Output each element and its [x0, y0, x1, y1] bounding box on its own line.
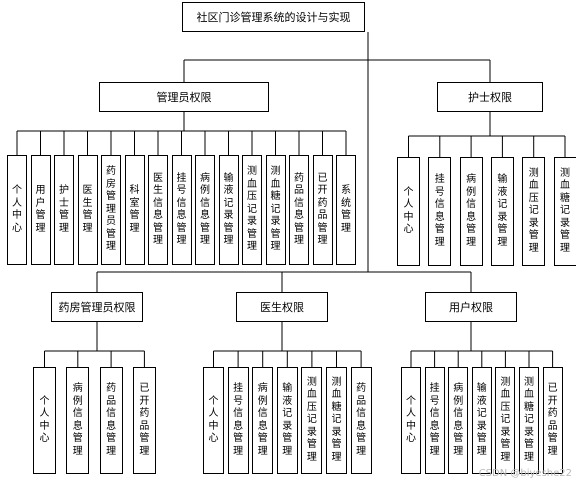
leaf-node-1-2: 病例信息管理: [459, 157, 483, 266]
leaf-label: 药品信息管理: [356, 383, 367, 457]
leaf-node-0-1: 用户管理: [30, 155, 51, 265]
leaf-node-1-4: 测血压记录管理: [522, 157, 546, 266]
leaf-label: 挂号信息管理: [434, 174, 445, 248]
leaf-label: 个人中心: [12, 185, 22, 234]
leaf-label: 科室管理: [129, 185, 140, 234]
leaf-label: 医生信息管理: [153, 172, 163, 247]
leaf-node-0-6: 医生信息管理: [148, 155, 168, 265]
leaf-label: 测血压记录管理: [528, 167, 539, 254]
leaf-label: 挂号信息管理: [176, 172, 187, 247]
leaf-node-0-0: 个人中心: [7, 155, 27, 265]
leaf-label: 个人中心: [39, 395, 50, 445]
leaf-label: 护士管理: [59, 185, 69, 234]
leaf-node-2-2: 药品信息管理: [99, 367, 123, 474]
leaf-label: 个人中心: [406, 395, 416, 445]
leaf-label: 测血糖记录管理: [270, 166, 281, 253]
leaf-label: 病例信息管理: [257, 383, 268, 457]
group-node-0: 管理员权限: [99, 82, 269, 112]
group-node-1: 护士权限: [437, 82, 543, 112]
leaf-node-0-2: 护士管理: [54, 155, 74, 265]
leaf-node-4-2: 病例信息管理: [448, 367, 469, 474]
leaf-label: 测血糖记录管理: [331, 376, 342, 463]
leaf-node-0-5: 科室管理: [124, 155, 145, 265]
leaf-label: 输液记录管理: [497, 174, 508, 248]
leaf-node-0-11: 测血糖记录管理: [265, 155, 286, 265]
leaf-node-3-6: 药品信息管理: [350, 367, 372, 474]
leaf-label: 测血糖记录管理: [524, 376, 534, 463]
leaf-node-3-0: 个人中心: [203, 367, 224, 474]
leaf-node-0-9: 输液记录管理: [218, 155, 239, 265]
leaf-label: 已开药品管理: [317, 172, 328, 247]
leaf-label: 药房管理员管理: [106, 166, 116, 253]
root-node: 社区门诊管理系统的设计与实现: [182, 2, 365, 32]
leaf-node-4-6: 已开药品管理: [542, 367, 563, 474]
leaf-node-0-7: 挂号信息管理: [171, 155, 192, 265]
leaf-node-2-3: 已开药品管理: [132, 367, 156, 474]
leaf-node-0-3: 医生管理: [77, 155, 98, 265]
leaf-label: 用户管理: [35, 185, 46, 234]
leaf-node-2-0: 个人中心: [33, 367, 56, 474]
leaf-label: 个人中心: [208, 395, 219, 445]
group-node-4: 用户权限: [425, 292, 517, 322]
leaf-node-1-5: 测血糖记录管理: [553, 157, 576, 266]
leaf-label: 测血压记录管理: [247, 166, 257, 253]
leaf-label: 已开药品管理: [139, 383, 150, 457]
leaf-label: 测血压记录管理: [306, 376, 317, 463]
leaf-node-3-5: 测血糖记录管理: [326, 367, 347, 474]
leaf-label: 系统管理: [341, 185, 351, 234]
leaf-node-4-3: 输液记录管理: [471, 367, 492, 474]
leaf-label: 挂号信息管理: [233, 383, 244, 457]
leaf-label: 个人中心: [403, 186, 414, 236]
group-node-2: 药房管理员权限: [51, 292, 143, 322]
leaf-node-0-13: 已开药品管理: [312, 155, 333, 265]
leaf-label: 医生管理: [82, 185, 93, 234]
leaf-label: 药品信息管理: [294, 172, 304, 247]
leaf-label: 测血压记录管理: [500, 376, 511, 463]
leaf-node-1-0: 个人中心: [397, 157, 420, 266]
leaf-label: 已开药品管理: [547, 383, 558, 457]
leaf-node-1-3: 输液记录管理: [490, 157, 514, 266]
leaf-node-4-4: 测血压记录管理: [495, 367, 516, 474]
leaf-node-4-5: 测血糖记录管理: [519, 367, 539, 474]
leaf-node-1-1: 挂号信息管理: [428, 157, 452, 266]
leaf-label: 挂号信息管理: [429, 383, 440, 457]
leaf-node-0-4: 药房管理员管理: [101, 155, 121, 265]
watermark: CSDN @biyeshe22: [478, 468, 572, 479]
leaf-node-3-1: 挂号信息管理: [227, 367, 249, 474]
leaf-node-0-10: 测血压记录管理: [242, 155, 262, 265]
leaf-node-2-1: 病例信息管理: [66, 367, 90, 474]
leaf-node-0-12: 药品信息管理: [289, 155, 309, 265]
leaf-node-3-3: 输液记录管理: [276, 367, 298, 474]
leaf-node-3-2: 病例信息管理: [252, 367, 274, 474]
leaf-label: 病例信息管理: [453, 383, 464, 457]
leaf-label: 输液记录管理: [476, 383, 487, 457]
leaf-label: 测血糖记录管理: [560, 167, 570, 254]
group-node-3: 医生权限: [236, 292, 328, 322]
leaf-label: 输液记录管理: [282, 383, 293, 457]
leaf-label: 病例信息管理: [200, 172, 210, 247]
leaf-label: 病例信息管理: [466, 174, 477, 248]
leaf-node-0-8: 病例信息管理: [195, 155, 215, 265]
leaf-label: 药品信息管理: [106, 383, 117, 457]
leaf-node-0-14: 系统管理: [336, 155, 356, 265]
leaf-node-4-1: 挂号信息管理: [424, 367, 445, 474]
leaf-node-4-0: 个人中心: [401, 367, 421, 474]
leaf-node-3-4: 测血压记录管理: [301, 367, 323, 474]
leaf-label: 病例信息管理: [72, 383, 83, 457]
leaf-label: 输液记录管理: [223, 172, 234, 247]
